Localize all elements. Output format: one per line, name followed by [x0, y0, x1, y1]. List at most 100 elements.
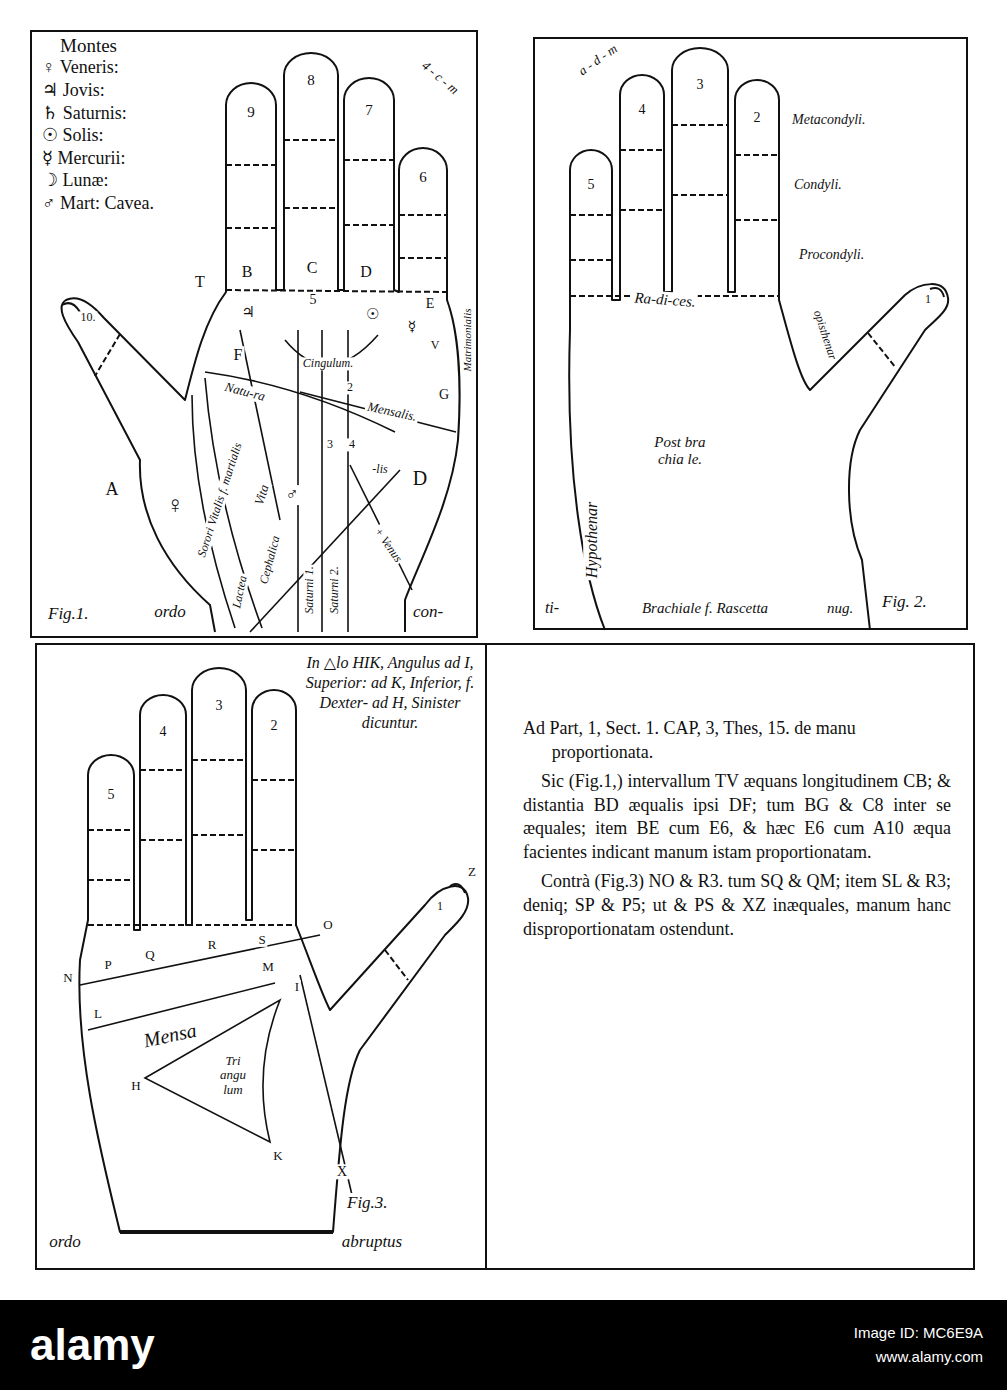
palm-line [80, 935, 320, 985]
point-label: X [335, 1164, 349, 1179]
hand-outline [79, 668, 468, 1232]
watermark-strip [0, 1300, 1007, 1390]
mount-legend-line: ♄ Saturnis: [40, 104, 129, 124]
point-label: 5 [308, 292, 319, 307]
line-name: Ra-di-ces. [632, 289, 698, 310]
point-label: 1 [435, 900, 445, 913]
line-name: Cephalica [257, 533, 284, 588]
point-label: 2 [269, 718, 280, 733]
finger-crease [868, 333, 896, 368]
point-label: G [437, 387, 451, 402]
line-name: Procondyli. [797, 247, 866, 262]
body-paragraph: Contrà (Fig.3) NO & R3. tum SQ & QM; ite… [523, 870, 951, 941]
palm-line [300, 392, 456, 432]
palm-line [298, 330, 348, 632]
line-name: Metacondyli. [790, 112, 867, 127]
point-label: P [102, 958, 113, 972]
hand-outline [569, 48, 948, 630]
point-label: D [358, 263, 374, 281]
line-name: Sorori Vitalis f. martialis [195, 439, 246, 560]
line-name: Mensalis. [364, 399, 420, 424]
line-name: Vita [251, 481, 272, 509]
finger-crease [88, 760, 296, 880]
point-label: D [411, 467, 429, 489]
point-label: M [260, 960, 276, 974]
finger-crease [95, 334, 120, 376]
line-name: Saturni 1. [303, 564, 316, 615]
point-label: ☿ [406, 319, 419, 334]
point-label: L [92, 1007, 104, 1021]
point-label: T [193, 273, 207, 291]
line-name: con- [411, 603, 445, 622]
point-label: 1 [923, 293, 933, 306]
line-name: Natu-ra [221, 379, 268, 405]
hand-outline [62, 48, 949, 1232]
hand-outline [62, 53, 460, 632]
mount-legend-line: ♂ Mart: Cavea. [40, 194, 156, 214]
point-label: 3 [695, 77, 706, 92]
palm-line [300, 975, 352, 1195]
point-label: Q [143, 948, 156, 962]
point-label: H [129, 1079, 142, 1093]
point-label: 4 [637, 102, 648, 117]
finger-crease [226, 290, 447, 292]
body-paragraph: Sic (Fig.1,) intervallum TV æquans longi… [523, 770, 951, 865]
mount-legend-line: ☽ Lunæ: [40, 171, 111, 191]
hand-outline [450, 884, 465, 893]
watermark: alamy [28, 1321, 157, 1369]
line-name: Hypothenar [583, 500, 601, 580]
finger-crease [385, 950, 408, 980]
point-label: ♂ [283, 485, 301, 505]
mount-legend-line: Montes [58, 36, 119, 57]
line-name: Saturni 2. [328, 564, 341, 615]
line-name: Mensa [140, 1018, 201, 1051]
finger-crease [570, 125, 779, 260]
point-label: ☉ [364, 306, 381, 323]
palm-line [250, 470, 400, 632]
line-name: abruptus [340, 1233, 404, 1252]
watermark: Image ID: MC6E9A [852, 1325, 985, 1342]
palm-line [80, 330, 456, 1195]
line-name: ti- [543, 599, 561, 617]
line-name: Lactea [230, 573, 251, 612]
hand-outline [120, 1230, 333, 1234]
line-name: Brachiale f. Rascetta [640, 600, 770, 617]
figure-caption: Fig. 2. [880, 592, 929, 612]
palm-line [350, 465, 412, 590]
point-label: 9 [245, 104, 257, 121]
point-label: 4 [158, 724, 169, 739]
point-label: 3 [325, 438, 335, 451]
point-label: K [271, 1149, 284, 1163]
hand-outline [62, 303, 80, 312]
line-name: nug. [825, 600, 855, 617]
point-label: 2 [345, 381, 355, 394]
point-label: 7 [363, 102, 375, 119]
line-name: opisthenar [810, 307, 840, 364]
angle-note: In △lo HIK, Angulus ad I, Superior: ad K… [297, 653, 483, 733]
line-name: Post bra chia le. [649, 434, 711, 467]
point-label: S [256, 933, 267, 947]
mount-legend-line: ☿ Mercurii: [40, 149, 128, 169]
line-name: ordo [47, 1233, 83, 1252]
point-label: ♀ [164, 492, 186, 518]
point-label: V [429, 339, 442, 352]
point-label: R [206, 938, 219, 952]
point-label: B [240, 263, 255, 281]
line-name: Matrimonialis [461, 307, 473, 374]
point-label: I [293, 980, 301, 994]
point-label: N [61, 971, 74, 985]
point-label: Z [466, 865, 478, 879]
point-label: ♃ [239, 304, 256, 321]
point-label: 4 [347, 438, 357, 451]
point-label: 6 [417, 169, 429, 186]
point-label: 10. [79, 311, 98, 324]
finger-crease [226, 140, 447, 258]
watermark: www.alamy.com [874, 1349, 985, 1366]
point-label: 5 [106, 787, 117, 802]
line-name: a - d - m [574, 40, 622, 79]
mount-legend-line: ☉ Solis: [40, 126, 106, 146]
figure-caption: Fig.1. [46, 604, 91, 624]
line-name: -lis [370, 463, 389, 476]
finger-crease [88, 924, 296, 926]
